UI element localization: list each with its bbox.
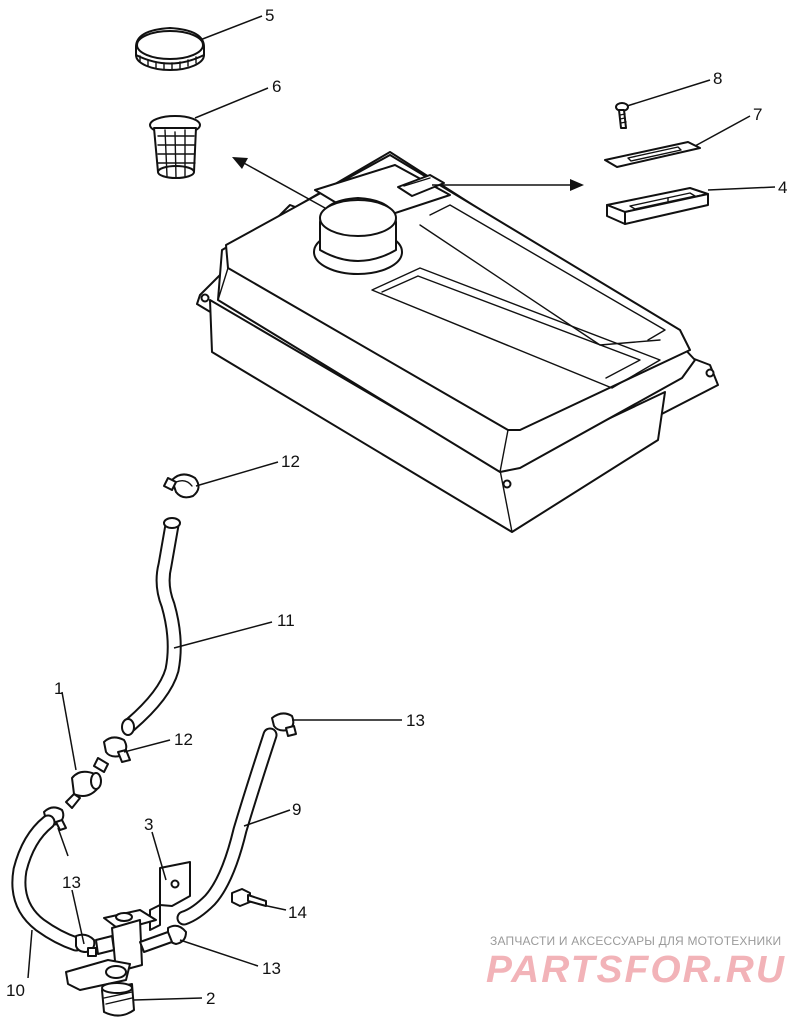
fuel-strainer: [149, 115, 201, 179]
callout-9: 9: [292, 800, 301, 819]
callout-labels: 5 6 8 7 4 12 11 1 12 13 9 3 13 14 13 10 …: [6, 6, 787, 1008]
callout-13-right-top: 13: [406, 711, 425, 730]
watermark-brand: PARTSFOR.RU: [486, 949, 786, 991]
fuel-hose-9: [176, 727, 278, 926]
fuel-cap: [135, 27, 205, 71]
callout-11: 11: [277, 611, 295, 630]
callout-13-left: 13: [62, 873, 81, 892]
callout-5: 5: [265, 6, 274, 25]
callout-12-upper: 12: [281, 452, 300, 471]
inline-fuel-filter: [65, 757, 109, 809]
hose-clamp-12: [103, 736, 131, 763]
leader-lines: [27, 15, 776, 1001]
fuel-tank: [196, 151, 719, 533]
arrow-to-filler: [232, 157, 326, 209]
callout-7: 7: [753, 105, 762, 124]
fuel-hose-11: [121, 517, 182, 736]
watermark-tagline: ЗАПЧАСТИ И АКСЕССУАРЫ ДЛЯ МОТОТЕХНИКИ: [490, 934, 781, 948]
watermark: ЗАПЧАСТИ И АКСЕССУАРЫ ДЛЯ МОТОТЕХНИКИ PA…: [486, 934, 786, 991]
bolt: [231, 888, 267, 907]
fuel-valve: [65, 909, 173, 1017]
screw: [615, 102, 629, 129]
callout-1: 1: [54, 679, 63, 698]
callout-13-right-bottom: 13: [262, 959, 281, 978]
callout-10: 10: [6, 981, 25, 1000]
hose-clamp-upper: [163, 473, 200, 499]
mounting-bracket: [149, 861, 191, 931]
callout-3: 3: [144, 815, 153, 834]
callout-4: 4: [778, 178, 787, 197]
callout-14: 14: [288, 903, 307, 922]
fuel-gauge: [606, 187, 709, 225]
fuel-hose-10: [11, 814, 84, 952]
arrow-to-fuel-gauge: [432, 179, 584, 191]
gauge-gasket: [604, 141, 701, 168]
callout-2: 2: [206, 989, 215, 1008]
callout-8: 8: [713, 69, 722, 88]
callout-12-lower: 12: [174, 730, 193, 749]
hose-clamp-right-top: [271, 712, 297, 737]
hose-clamp-left-bottom: [75, 933, 97, 957]
callout-6: 6: [272, 77, 281, 96]
